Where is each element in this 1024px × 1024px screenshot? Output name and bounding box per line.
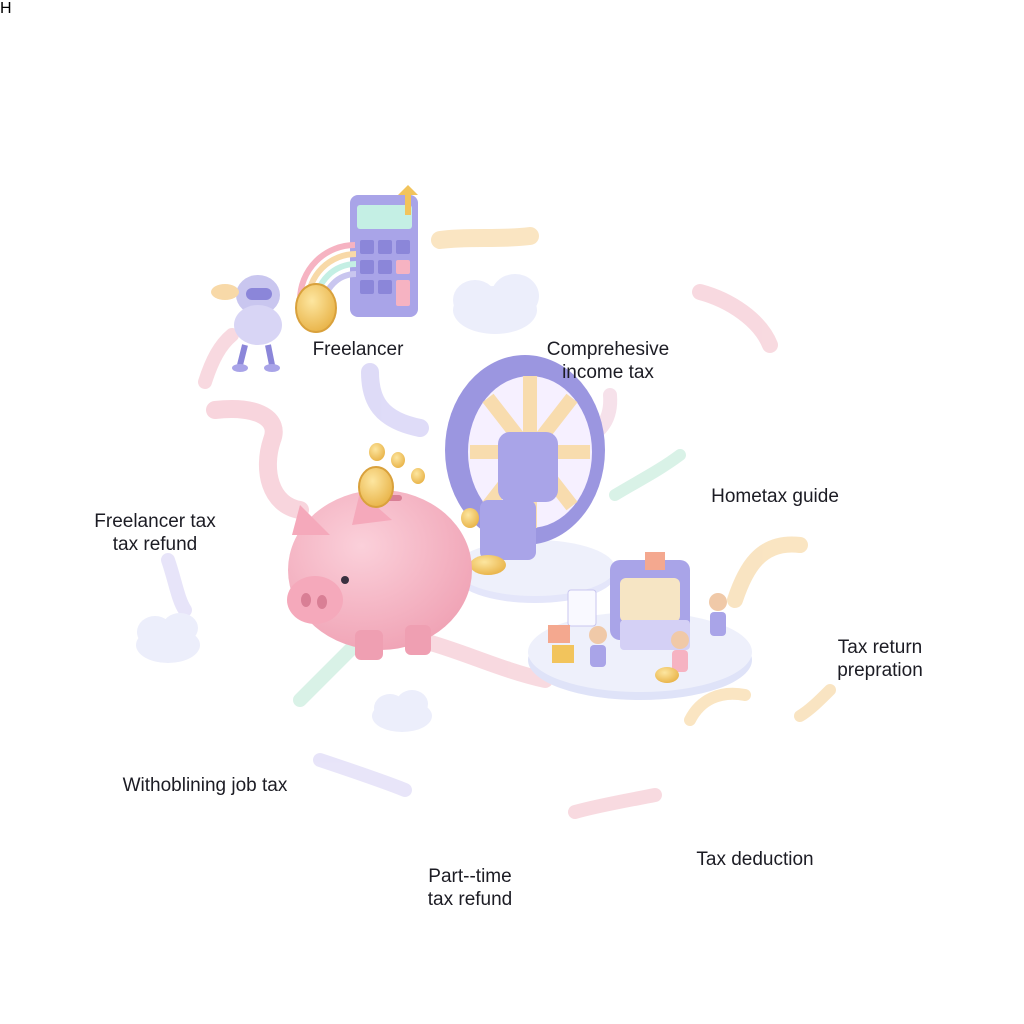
freelancer-label: Freelancer: [298, 338, 418, 361]
freelancer-tax-refund-label: Freelancer tax tax refund: [75, 510, 235, 556]
tax-deduction-label: Tax deduction: [680, 848, 830, 871]
owl-house-magnifier-icon: H: [0, 0, 12, 17]
part-time-tax-refund-label: Part--time tax refund: [400, 865, 540, 911]
workshop-machine-icon: [528, 552, 752, 700]
withholding-label-text: Withoblining job tax: [122, 775, 288, 796]
coin-icon: [358, 443, 479, 528]
tax-return-line2: prepration: [837, 660, 923, 681]
center-piggy-bank-hub: [287, 355, 615, 660]
hometax-label-text: Hometax guide: [711, 486, 839, 507]
withholding-job-tax-label: Withoblining job tax: [100, 774, 310, 797]
tax-return-line1: Tax return: [837, 637, 923, 658]
cloud-icon: [372, 690, 432, 732]
comprehensive-income-tax-label: Comprehesive income tax: [518, 338, 698, 384]
freelancer-label-text: Freelancer: [312, 339, 404, 360]
hometax-guide-label: Hometax guide: [700, 485, 850, 508]
deduction-label-text: Tax deduction: [696, 849, 814, 870]
cloud-icon: [453, 274, 539, 334]
parttime-line1: Part--time: [428, 866, 512, 887]
freelancer-refund-line2: tax refund: [112, 534, 198, 555]
piggy-bank-icon: [287, 490, 472, 660]
freelancer-refund-line1: Freelancer tax: [94, 511, 216, 532]
tax-return-preparation-label: Tax return prepration: [815, 636, 945, 682]
coin-wheel-icon: [445, 355, 605, 575]
connector-ribbons: [161, 227, 836, 819]
comprehensive-line1: Comprehesive: [546, 339, 670, 360]
comprehensive-line2: income tax: [562, 362, 654, 383]
freelancer-robot-calculator-icon: [211, 185, 418, 372]
parttime-line2: tax refund: [427, 889, 513, 910]
cloud-icon: [136, 613, 200, 663]
